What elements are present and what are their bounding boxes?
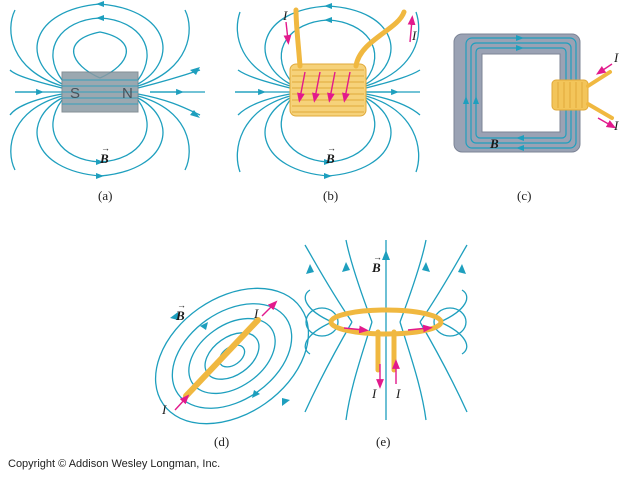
field-vector-label: B bbox=[99, 151, 109, 166]
south-pole-label: S bbox=[70, 85, 80, 102]
caption-a: (a) bbox=[98, 188, 112, 203]
caption-b: (b) bbox=[323, 188, 338, 203]
caption-c: (c) bbox=[517, 188, 531, 203]
loop-arrows bbox=[170, 312, 290, 406]
core-field-arrows bbox=[463, 35, 524, 151]
field-vector-label: B bbox=[325, 151, 335, 166]
straight-wire bbox=[183, 317, 261, 399]
current-label-left: I bbox=[371, 386, 377, 401]
vector-arrow-icon: → bbox=[373, 252, 382, 262]
current-label-bottom: I bbox=[613, 118, 619, 133]
panel-a-bar-magnet: S N B → (a) bbox=[9, 1, 205, 203]
current-label-bottom: I bbox=[161, 402, 167, 417]
current-arrows bbox=[343, 324, 433, 389]
caption-e: (e) bbox=[376, 434, 390, 449]
field-lines bbox=[304, 239, 468, 421]
field-loops bbox=[154, 287, 310, 425]
solenoid-coil bbox=[289, 63, 367, 117]
vector-arrow-icon: → bbox=[177, 300, 186, 310]
panel-e-current-loop: I I B → (e) bbox=[304, 239, 468, 449]
current-label-top: I bbox=[253, 306, 259, 321]
field-vector-label: B bbox=[489, 136, 499, 151]
vector-arrow-icon: → bbox=[327, 143, 336, 153]
current-label-left: I bbox=[282, 8, 288, 23]
current-label-top: I bbox=[613, 50, 619, 65]
vector-arrow-icon: → bbox=[101, 143, 110, 153]
current-label-right: I bbox=[411, 28, 417, 43]
current-arrows bbox=[283, 15, 416, 103]
field-vector-label: B bbox=[175, 308, 185, 323]
panel-c-toroid-core: I I B (c) bbox=[453, 33, 619, 203]
panel-d-straight-wire: I I B → (d) bbox=[154, 287, 310, 449]
panel-b-solenoid: I I B → (b) bbox=[235, 3, 421, 203]
current-label-right: I bbox=[395, 386, 401, 401]
field-lines bbox=[235, 3, 421, 179]
north-pole-label: N bbox=[122, 85, 133, 102]
coil-leads bbox=[293, 7, 407, 69]
copyright-notice: Copyright © Addison Wesley Longman, Inc. bbox=[8, 458, 221, 470]
field-lines bbox=[9, 1, 205, 179]
field-vector-label: B bbox=[371, 260, 381, 275]
caption-d: (d) bbox=[214, 434, 229, 449]
